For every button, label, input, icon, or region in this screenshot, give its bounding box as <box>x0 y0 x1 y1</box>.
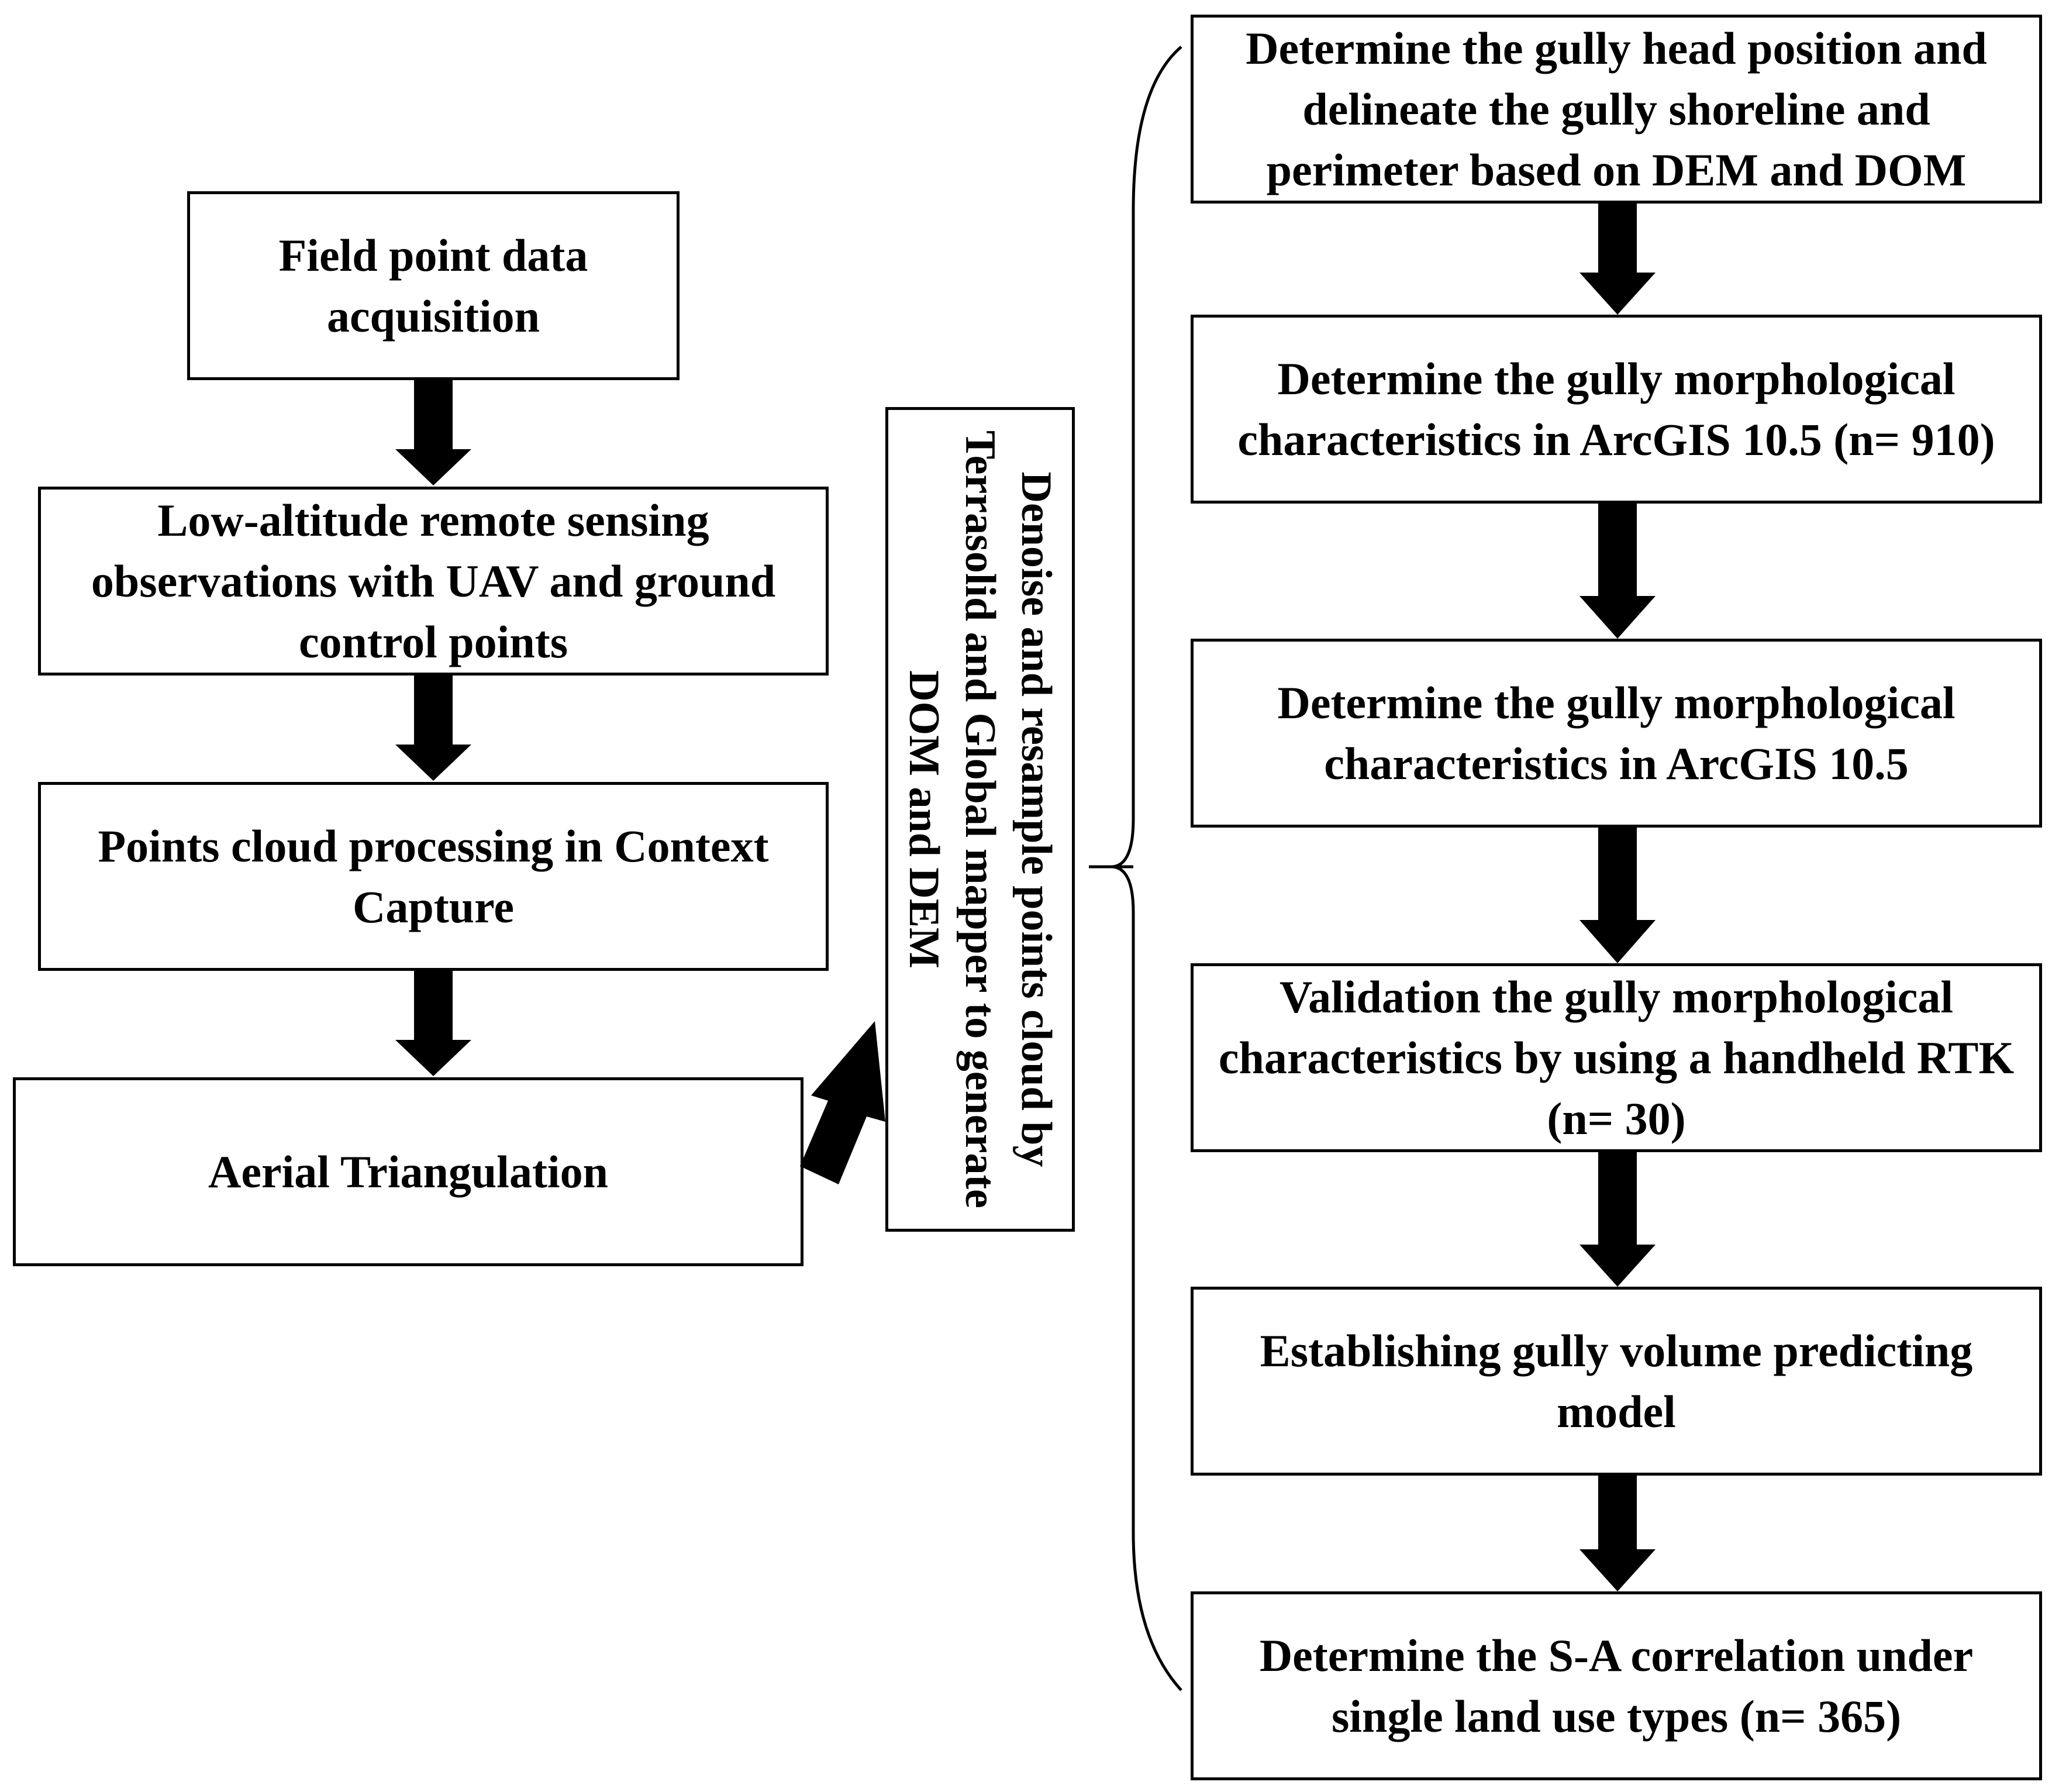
aerial-triangulation-box: Aerial Triangulation <box>13 1077 803 1266</box>
down-arrow <box>1579 204 1656 315</box>
low-altitude-remote-sensing-box: Low-altitude remote sensing observations… <box>38 487 829 676</box>
morphological-n910-box: Determine the gully morphological charac… <box>1191 315 2042 504</box>
down-arrow <box>395 676 471 781</box>
down-arrow <box>1579 504 1656 639</box>
step4-label: Validation the gully morphological chara… <box>1218 971 2015 1144</box>
step6-label: Determine the S-A correlation under sing… <box>1259 1629 1974 1742</box>
validation-rtk-box: Validation the gully morphological chara… <box>1191 963 2042 1152</box>
s-a-correlation-box: Determine the S-A correlation under sing… <box>1191 1591 2042 1780</box>
down-arrow <box>395 380 471 485</box>
down-arrow <box>1579 828 1656 963</box>
step2-label: Determine the gully morphological charac… <box>1237 353 1995 465</box>
points-cloud-processing-box: Points cloud processing in Context Captu… <box>38 782 829 971</box>
step5-label: Establishing gully volume predicting mod… <box>1260 1325 1973 1437</box>
denoise-resample-box: Denoise and resample points cloud by Ter… <box>885 407 1075 1232</box>
aerial-triangulation-label: Aerial Triangulation <box>208 1146 608 1197</box>
down-arrow <box>395 971 471 1076</box>
down-arrow <box>1579 1476 1656 1591</box>
step1-label: Determine the gully head position and de… <box>1246 22 1987 195</box>
gully-head-position-box: Determine the gully head position and de… <box>1191 15 2042 204</box>
points-cloud-label: Points cloud processing in Context Captu… <box>98 820 769 932</box>
diagonal-arrow <box>800 1021 885 1184</box>
curly-bracket <box>1111 46 1182 1691</box>
low-altitude-label: Low-altitude remote sensing observations… <box>91 494 776 667</box>
step3-label: Determine the gully morphological charac… <box>1277 677 1956 789</box>
field-point-data-acquisition-box: Field point data acquisition <box>187 191 680 380</box>
volume-model-box: Establishing gully volume predicting mod… <box>1191 1287 2042 1476</box>
morphological-arcgis-box: Determine the gully morphological charac… <box>1191 639 2042 828</box>
down-arrow <box>1579 1152 1656 1287</box>
field-point-label: Field point data acquisition <box>278 229 588 342</box>
